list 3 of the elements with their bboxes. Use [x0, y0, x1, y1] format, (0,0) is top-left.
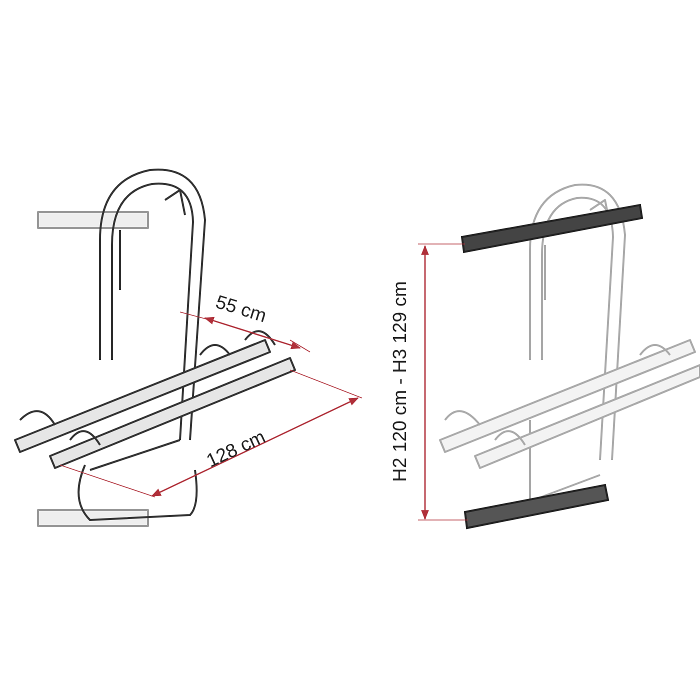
dimension-label: H2 120 cm - H3 129 cm	[390, 281, 410, 482]
dimension-label: 55 cm	[213, 292, 268, 326]
dimension-label: 128 cm	[204, 428, 268, 472]
